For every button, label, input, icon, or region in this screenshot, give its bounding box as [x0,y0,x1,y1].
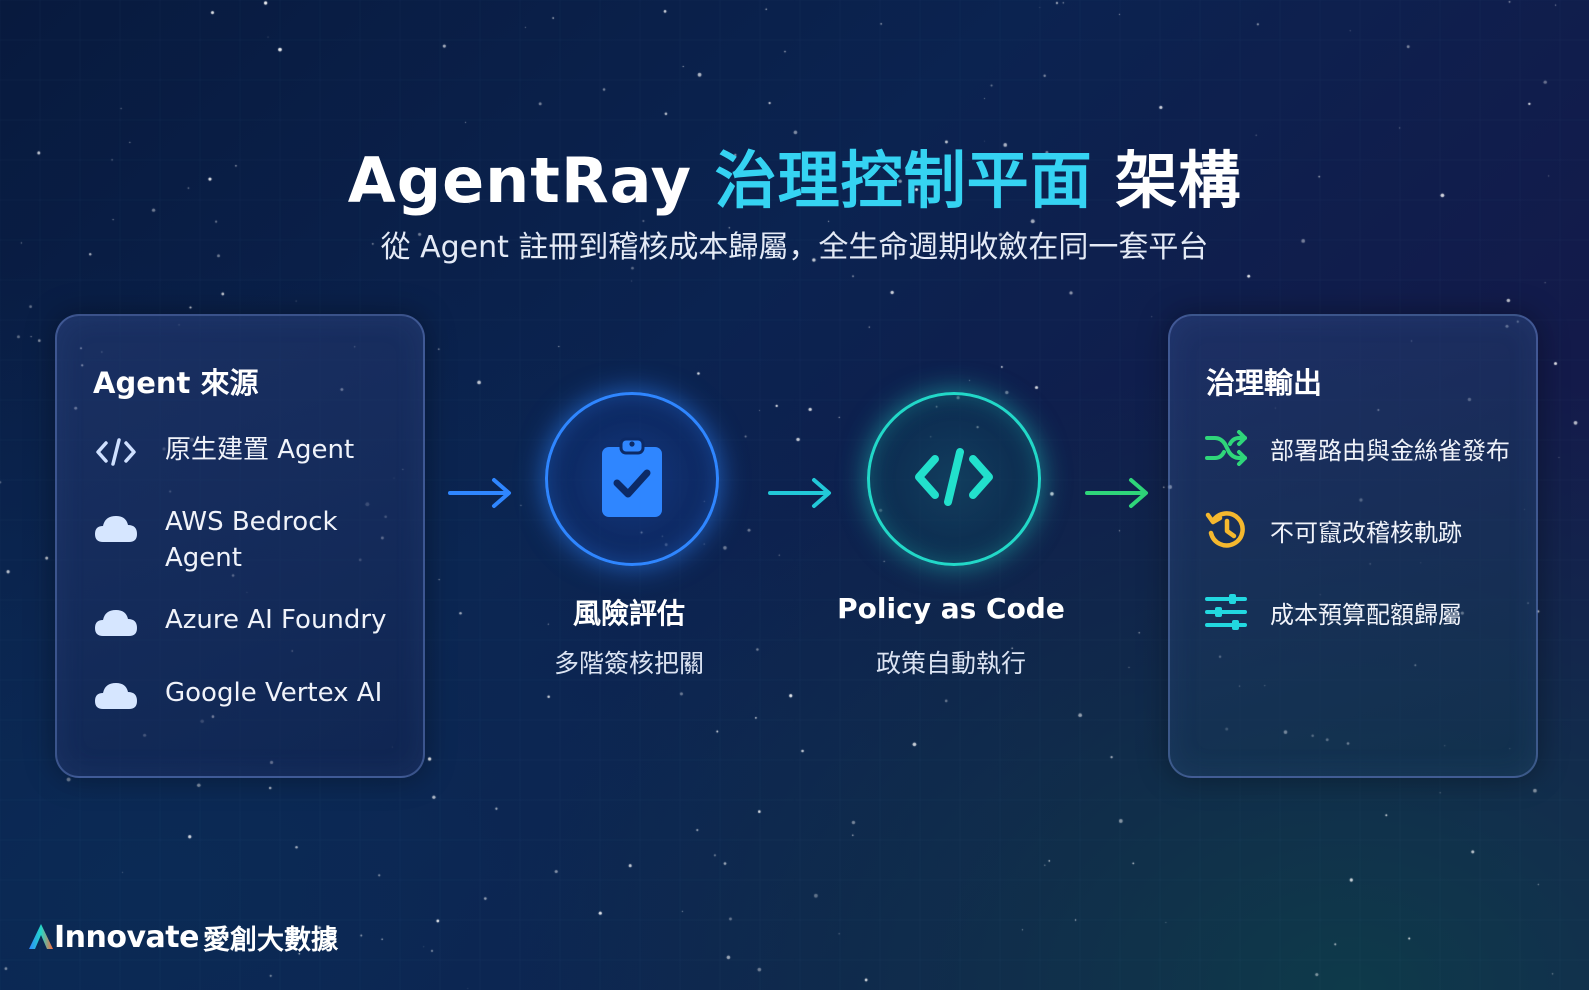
brand-name-cn: 愛創大數據 [202,925,338,956]
source-label: 原生建置 Agent [165,435,355,465]
arrow-right-icon [448,478,511,508]
output-item-audit: 不可竄改稽核軌跡 [1204,508,1462,552]
policy-as-code-title: Policy as Code [837,592,1065,625]
output-item-routing: 部署路由與金絲雀發布 [1204,426,1510,470]
arrow-right-icon [768,478,831,508]
page-title: AgentRay 治理控制平面 架構 [347,144,1242,217]
risk-assessment-title: 風險評估 [572,597,685,630]
source-label: Google Vertex AI [165,678,383,708]
source-item-native: 原生建置 Agent [93,432,395,472]
brand-name: Innovate [54,920,199,955]
agent-sources-panel: Agent 來源 原生建置 Agent AWS Bedrock Agent Az… [55,314,425,778]
brand-mark-icon [28,922,54,954]
policy-as-code-subtitle: 政策自動執行 [875,649,1026,678]
output-label: 成本預算配額歸屬 [1270,600,1462,629]
cloud-icon [93,675,139,715]
source-label: AWS Bedrock Agent [165,507,338,573]
output-label: 不可竄改稽核軌跡 [1270,518,1462,547]
clipboard-check-icon [599,435,665,523]
code-icon [913,447,995,511]
policy-as-code-node [867,392,1041,566]
risk-assessment-node [545,392,719,566]
source-item-aws: AWS Bedrock Agent [93,504,395,576]
source-item-azure: Azure AI Foundry [93,602,395,642]
arrow-right-icon [1085,478,1148,508]
outputs-heading: 治理輸出 [1206,366,1323,400]
sources-heading: Agent 來源 [93,366,259,400]
history-icon [1204,508,1248,552]
cloud-icon [93,508,139,548]
brand-logo: Innovate 愛創大數據 [28,918,338,957]
source-label: Azure AI Foundry [165,605,387,635]
shuffle-icon [1204,426,1248,470]
governance-outputs-panel: 治理輸出 部署路由與金絲雀發布 不可竄改稽核軌跡 [1168,314,1538,778]
page-subtitle: 從 Agent 註冊到稽核成本歸屬，全生命週期收斂在同一套平台 [380,230,1209,265]
output-label: 部署路由與金絲雀發布 [1270,436,1510,465]
sliders-icon [1204,590,1248,634]
code-icon [93,432,139,472]
cloud-icon [93,602,139,642]
output-item-cost: 成本預算配額歸屬 [1204,590,1462,634]
risk-assessment-subtitle: 多階簽核把關 [553,649,704,678]
source-item-google: Google Vertex AI [93,675,395,715]
